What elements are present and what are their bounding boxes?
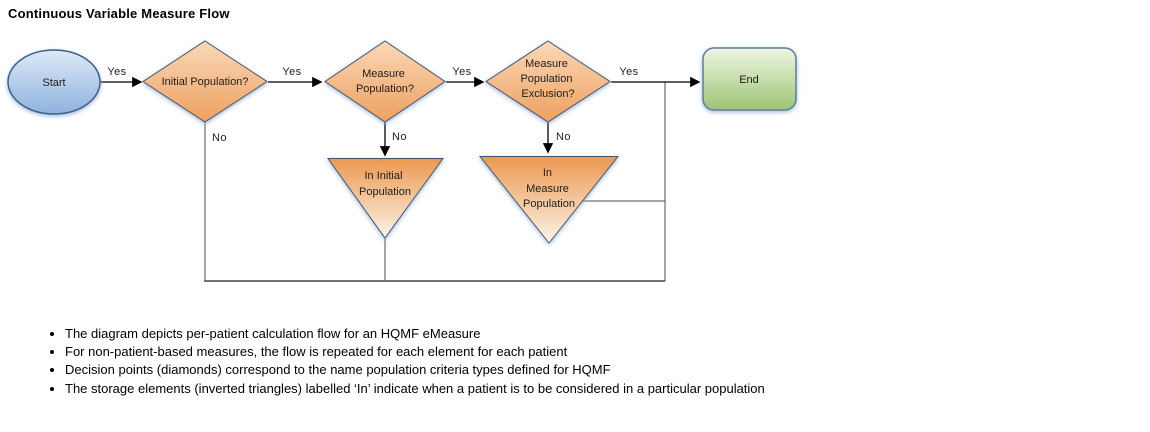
decision-initial-population: Initial Population? bbox=[142, 40, 268, 123]
edge-label-yes-4: Yes bbox=[619, 66, 638, 78]
decision-measure-population-exclusion-label: Measure Population Exclusion? bbox=[520, 58, 575, 100]
note-item-4: The storage elements (inverted triangles… bbox=[65, 380, 765, 398]
notes-list: The diagram depicts per-patient calculat… bbox=[0, 325, 765, 398]
storage-in-measure-population-label: In Measure Population bbox=[523, 167, 575, 210]
storage-in-measure-population: In Measure Population bbox=[478, 156, 620, 244]
storage-in-initial-population-shape bbox=[327, 158, 444, 239]
start-node: Start bbox=[7, 49, 101, 115]
end-node: End bbox=[702, 47, 797, 111]
note-item-3: Decision points (diamonds) correspond to… bbox=[65, 361, 765, 379]
start-shape bbox=[7, 49, 101, 115]
decision-measure-population-exclusion: Measure Population Exclusion? bbox=[485, 40, 611, 123]
decision-initial-population-shape bbox=[142, 40, 268, 123]
storage-in-initial-population: In Initial Population bbox=[327, 158, 444, 239]
note-text-1: The diagram depicts per-patient calculat… bbox=[65, 326, 481, 341]
storage-in-initial-population-label: In Initial Population bbox=[359, 170, 411, 198]
edge-label-yes-1: Yes bbox=[107, 66, 126, 78]
decision-measure-population-shape bbox=[324, 40, 446, 123]
note-text-2: For non-patient-based measures, the flow… bbox=[65, 344, 568, 360]
start-label: Start bbox=[42, 77, 65, 89]
storage-in-measure-population-shape bbox=[478, 156, 620, 244]
decision-initial-population-label: Initial Population? bbox=[162, 76, 249, 88]
edge-label-no-1: No bbox=[212, 132, 227, 144]
edge-label-no-3: No bbox=[556, 131, 571, 143]
decision-measure-population: Measure Population? bbox=[324, 40, 446, 123]
page-title: Continuous Variable Measure Flow bbox=[8, 6, 230, 21]
edge-label-yes-3: Yes bbox=[452, 66, 471, 78]
note-item-2: For non-patient-based measures, the flow… bbox=[65, 343, 765, 361]
edge-label-no-2: No bbox=[392, 131, 407, 143]
edge-label-yes-2: Yes bbox=[282, 66, 301, 78]
end-shape bbox=[702, 47, 797, 111]
flowchart: Start Initial Population? Measure Popula… bbox=[7, 40, 797, 282]
note-text-4: The storage elements (inverted triangles… bbox=[65, 380, 765, 396]
decision-measure-population-label: Measure Population? bbox=[356, 68, 414, 95]
note-item-1: The diagram depicts per-patient calculat… bbox=[65, 325, 765, 343]
note-text-3: Decision points (diamonds) correspond to… bbox=[65, 362, 611, 378]
decision-measure-population-exclusion-shape bbox=[485, 40, 611, 123]
end-label: End bbox=[739, 74, 759, 86]
